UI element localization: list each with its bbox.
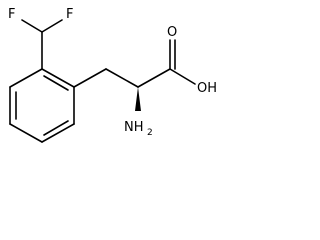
ring-double-bond-2: [43, 75, 69, 91]
difluoromethyl-group: F F: [8, 7, 73, 70]
ring-bond-3: [41, 123, 75, 143]
ring-bond-6: [9, 68, 43, 88]
ring-to-ch2-bond: [73, 68, 107, 88]
side-chain: O OH NH 2: [73, 25, 217, 138]
molecule-drawing: F F O OH NH 2: [8, 7, 217, 143]
ring-bond-1: [41, 68, 75, 88]
ring-bond-4: [9, 123, 43, 143]
c-f-left-bond: [21, 19, 43, 33]
hydroxyl-label: OH: [197, 81, 217, 96]
amine-label: NH: [124, 120, 144, 135]
stereo-wedge: [135, 87, 141, 111]
alpha-to-carboxyl-bond: [137, 68, 171, 88]
carbonyl-oxygen-label: O: [167, 25, 177, 40]
c-oh-bond: [169, 68, 196, 85]
fluorine-left-label: F: [8, 7, 15, 22]
ring-double-bond-3: [43, 120, 69, 136]
fluorine-right-label: F: [66, 7, 73, 22]
c-f-right-bond: [41, 19, 63, 33]
ch2-to-alpha-bond: [105, 68, 139, 88]
structure-figure: F F O OH NH 2: [0, 0, 234, 154]
amine-subscript-label: 2: [147, 128, 153, 138]
benzene-ring: [9, 68, 75, 143]
